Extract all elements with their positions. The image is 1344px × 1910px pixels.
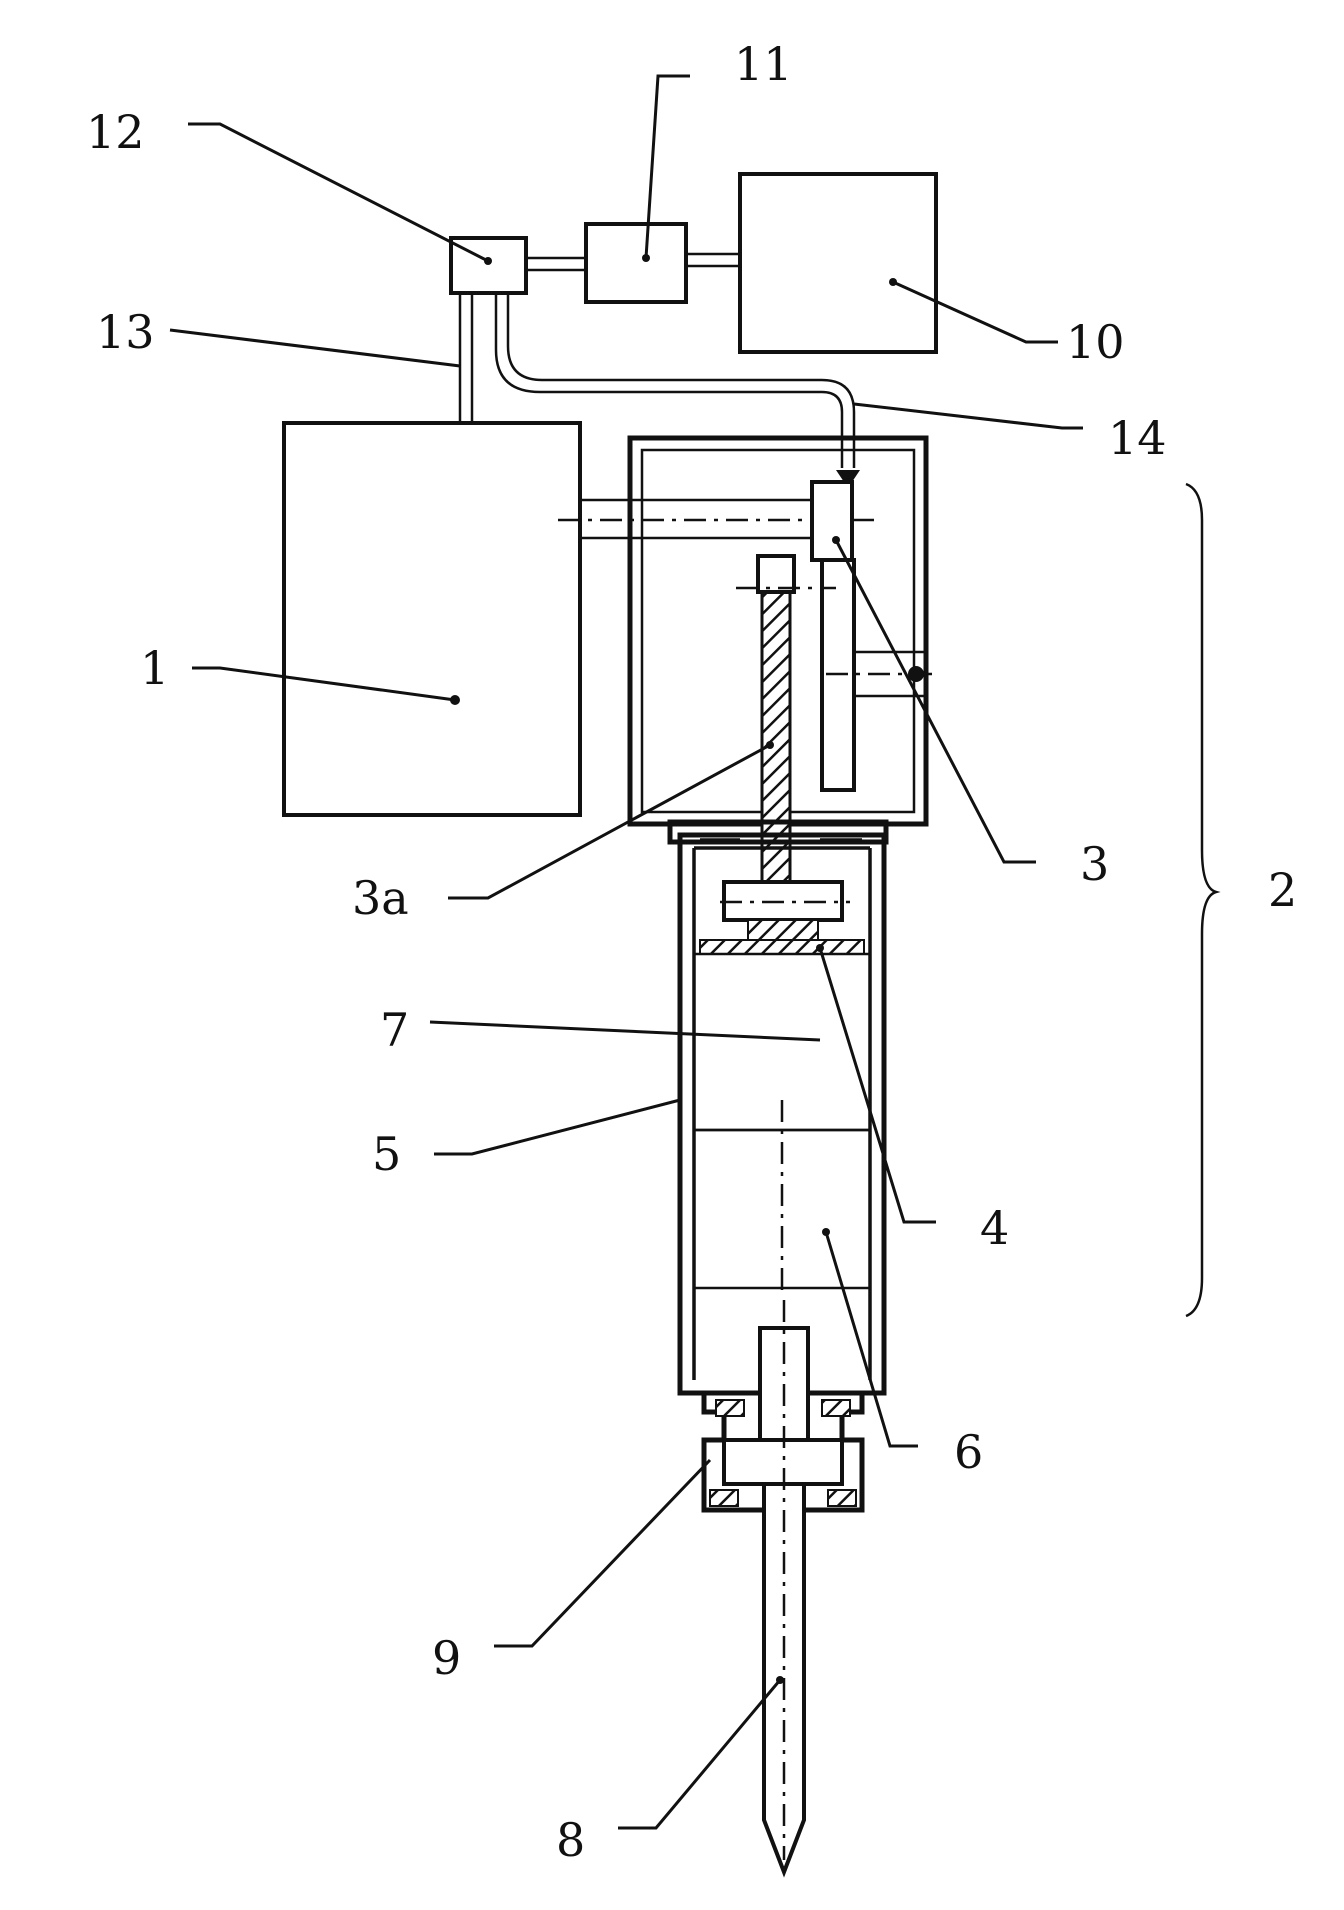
label-5: 5 [372,1127,401,1181]
component-3 [812,482,935,790]
component-11-box [586,224,686,302]
label-7: 7 [380,1003,409,1057]
label-4: 4 [980,1201,1009,1255]
label-6: 6 [954,1425,983,1479]
label-14: 14 [1108,411,1167,465]
connector-12-11 [526,258,586,270]
label-8: 8 [556,1813,585,1867]
needle-8 [760,1300,808,1872]
brace-2 [1186,484,1216,1316]
label-11: 11 [734,37,793,91]
label-9: 9 [432,1631,461,1685]
component-10-box [740,174,936,352]
label-10: 10 [1066,315,1125,369]
label-3: 3 [1080,837,1109,891]
component-4 [700,882,864,954]
label-1: 1 [140,641,169,695]
label-3a: 3a [352,871,409,925]
label-2: 2 [1268,863,1297,917]
line-13 [460,293,472,423]
label-12: 12 [86,105,145,159]
label-13: 13 [96,305,155,359]
leader-lines [170,76,1083,1828]
component-1-box [284,423,580,815]
connector-11-10 [686,254,740,266]
